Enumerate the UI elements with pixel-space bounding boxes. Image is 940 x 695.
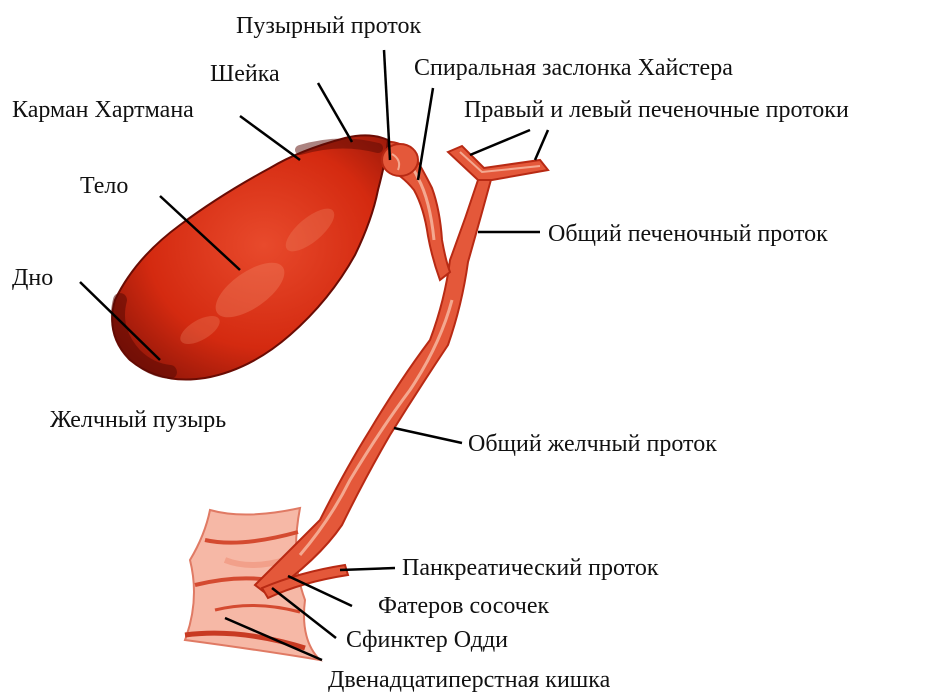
leader-hartmann <box>240 116 300 160</box>
label-cystic-duct: Пузырный проток <box>236 14 421 38</box>
label-fundus: Дно <box>12 266 53 290</box>
label-pancreatic-duct: Панкреатический проток <box>402 556 658 580</box>
label-neck: Шейка <box>210 62 280 86</box>
leader-common-bile <box>394 428 462 443</box>
gallbladder-shape <box>112 135 388 379</box>
leader-hepatic-left <box>470 130 530 155</box>
leader-pancreatic <box>340 568 395 570</box>
leader-hepatic-right <box>535 130 548 160</box>
label-gallbladder: Желчный пузырь <box>50 408 226 432</box>
label-hartmann-pouch: Карман Хартмана <box>12 98 194 122</box>
leader-heister-valve <box>418 88 433 180</box>
label-hepatic-ducts: Правый и левый печеночные протоки <box>464 98 849 122</box>
label-common-hepatic-duct: Общий печеночный проток <box>548 222 828 246</box>
hepatic-ducts-shape <box>448 146 548 180</box>
leader-neck <box>318 83 352 142</box>
label-duodenum: Двенадцатиперстная кишка <box>328 668 610 692</box>
label-heister-valve: Спиральная заслонка Хайстера <box>414 56 733 80</box>
label-common-bile-duct: Общий желчный проток <box>468 432 717 456</box>
label-vater-papilla: Фатеров сосочек <box>378 594 549 618</box>
label-oddi-sphincter: Сфинктер Одди <box>346 628 508 652</box>
label-body: Тело <box>80 174 128 198</box>
heister-valve-shape <box>382 144 418 176</box>
